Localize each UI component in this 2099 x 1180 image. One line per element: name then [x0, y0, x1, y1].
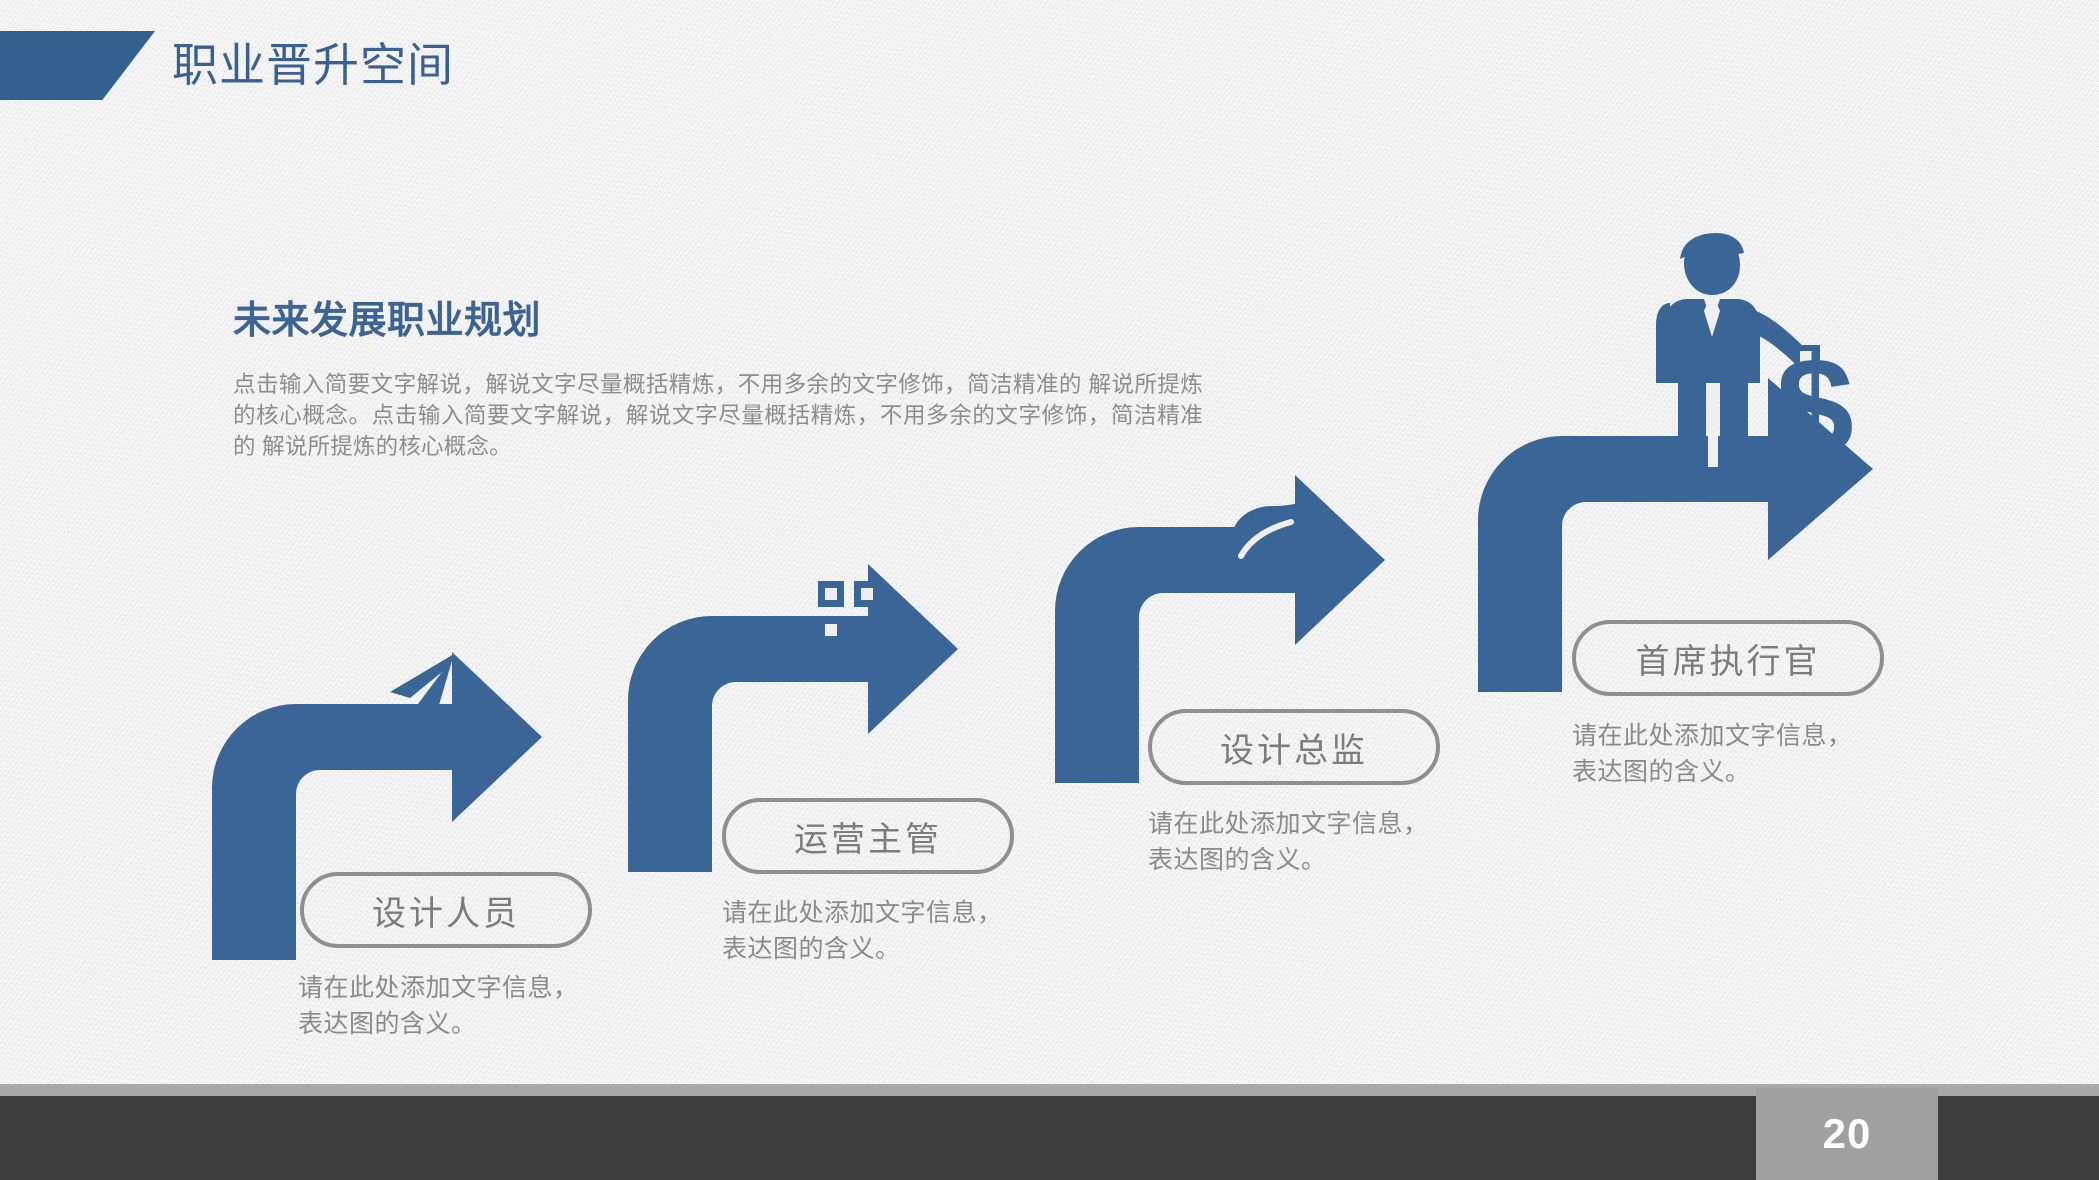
step-caption-4: 请在此处添加文字信息，表达图的含义。 [1572, 722, 1853, 786]
title-accent-band [0, 31, 155, 100]
step-label-text: 设计人员 [372, 894, 520, 933]
step-label-text: 运营主管 [794, 820, 942, 859]
page-title: 职业晋升空间 [172, 39, 454, 91]
step-label-1: 设计人员 [300, 872, 592, 948]
intro-body-text: 点击输入简要文字解说，解说文字尽量概括精炼，不用多余的文字修饰，简洁精准的 解说… [233, 372, 1203, 459]
businessman-dollar-icon: $ [1656, 233, 1854, 485]
intro-block: 未来发展职业规划 点击输入简要文字解说，解说文字尽量概括精炼，不用多余的文字修饰… [233, 295, 1223, 462]
step-label-4: 首席执行官 [1572, 620, 1884, 696]
step-label-text: 首席执行官 [1635, 642, 1821, 681]
step-caption-3: 请在此处添加文字信息，表达图的含义。 [1148, 810, 1429, 874]
step-caption-2: 请在此处添加文字信息，表达图的含义。 [722, 899, 1003, 963]
step-label-text: 设计总监 [1220, 731, 1368, 770]
step-label-3: 设计总监 [1148, 709, 1440, 785]
footer-divider [0, 1084, 2099, 1096]
intro-heading: 未来发展职业规划 [233, 300, 542, 342]
svg-text:$: $ [1776, 328, 1854, 485]
qr-code-icon [818, 581, 880, 643]
paper-plane-icon [390, 654, 454, 734]
page-number-badge: 20 [1756, 1088, 1938, 1180]
leaf-icon [1221, 500, 1313, 570]
step-label-2: 运营主管 [722, 798, 1014, 874]
step-caption-1: 请在此处添加文字信息，表达图的含义。 [298, 974, 579, 1038]
footer-bar [0, 1096, 2099, 1180]
